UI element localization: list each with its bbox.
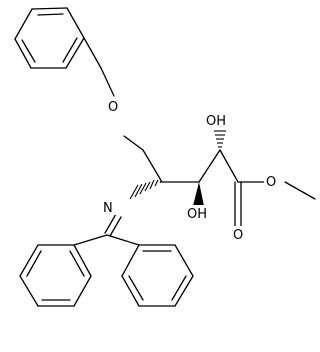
- imine-double-bond-a: [104, 213, 117, 234]
- imine-carbon-to-right-phenyl-bond: [106, 234, 140, 246]
- ch2-to-ether-oxygen-bond: [100, 67, 115, 97]
- upper-hydroxyl-label: OH: [206, 114, 226, 129]
- benzyl-phenyl-ring: [14, 7, 85, 69]
- c3-hydroxyl-wedge-bond: [193, 182, 204, 206]
- left-phenyl-ring: [19, 244, 92, 307]
- carbonyl-oxygen-label: O: [233, 228, 243, 243]
- lower-hydroxyl-label: OH: [187, 207, 207, 222]
- imine-nitrogen-label: N: [103, 201, 113, 216]
- ester-oxygen-to-methyl-bond: [284, 181, 316, 200]
- c2-hydroxyl-hashed-bond: [213, 126, 227, 148]
- imine-double-bond-b: [109, 216, 122, 237]
- imine-carbon-to-left-phenyl-bond: [73, 234, 108, 246]
- c2-to-c1-bond: [219, 149, 239, 183]
- ester-alkoxy-oxygen-label: O: [266, 175, 276, 190]
- ring-to-ch2-bond: [83, 37, 102, 69]
- c5-to-c4-bond: [142, 149, 163, 183]
- c4-nitrogen-hashed-bond: [129, 179, 162, 200]
- c3-to-c2-bond: [198, 149, 221, 183]
- ether-oxygen-to-ch2-bond: [123, 135, 144, 151]
- ether-oxygen-label: O: [108, 100, 118, 115]
- right-phenyl-ring: [121, 244, 194, 307]
